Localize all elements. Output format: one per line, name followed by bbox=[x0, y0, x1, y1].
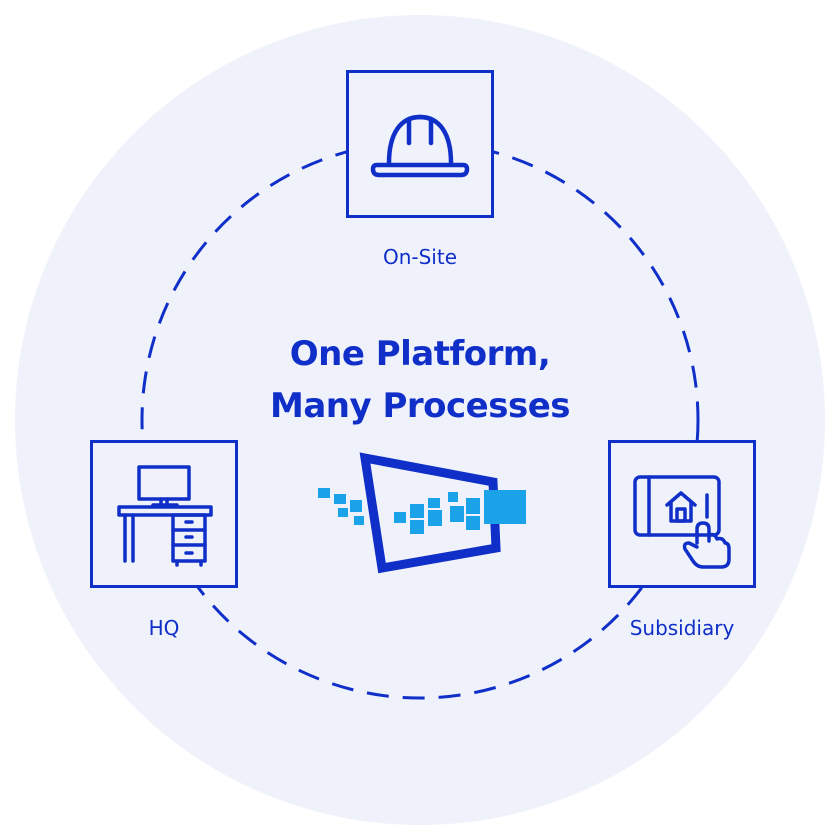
headline-line-1: One Platform, bbox=[289, 334, 551, 374]
label-on-site: On-Site bbox=[382, 245, 458, 269]
platform-logo-icon bbox=[318, 452, 526, 574]
node-subsidiary bbox=[608, 440, 756, 588]
label-subsidiary: Subsidiary bbox=[629, 616, 735, 640]
tablet-home-icon bbox=[633, 475, 731, 569]
label-hq: HQ bbox=[148, 616, 180, 640]
headline: One Platform, Many Processes bbox=[0, 328, 840, 432]
desk-computer-icon bbox=[117, 465, 213, 567]
headline-line-2: Many Processes bbox=[269, 386, 571, 426]
node-hq bbox=[90, 440, 238, 588]
node-on-site bbox=[346, 70, 494, 218]
hard-hat-icon bbox=[370, 114, 470, 178]
